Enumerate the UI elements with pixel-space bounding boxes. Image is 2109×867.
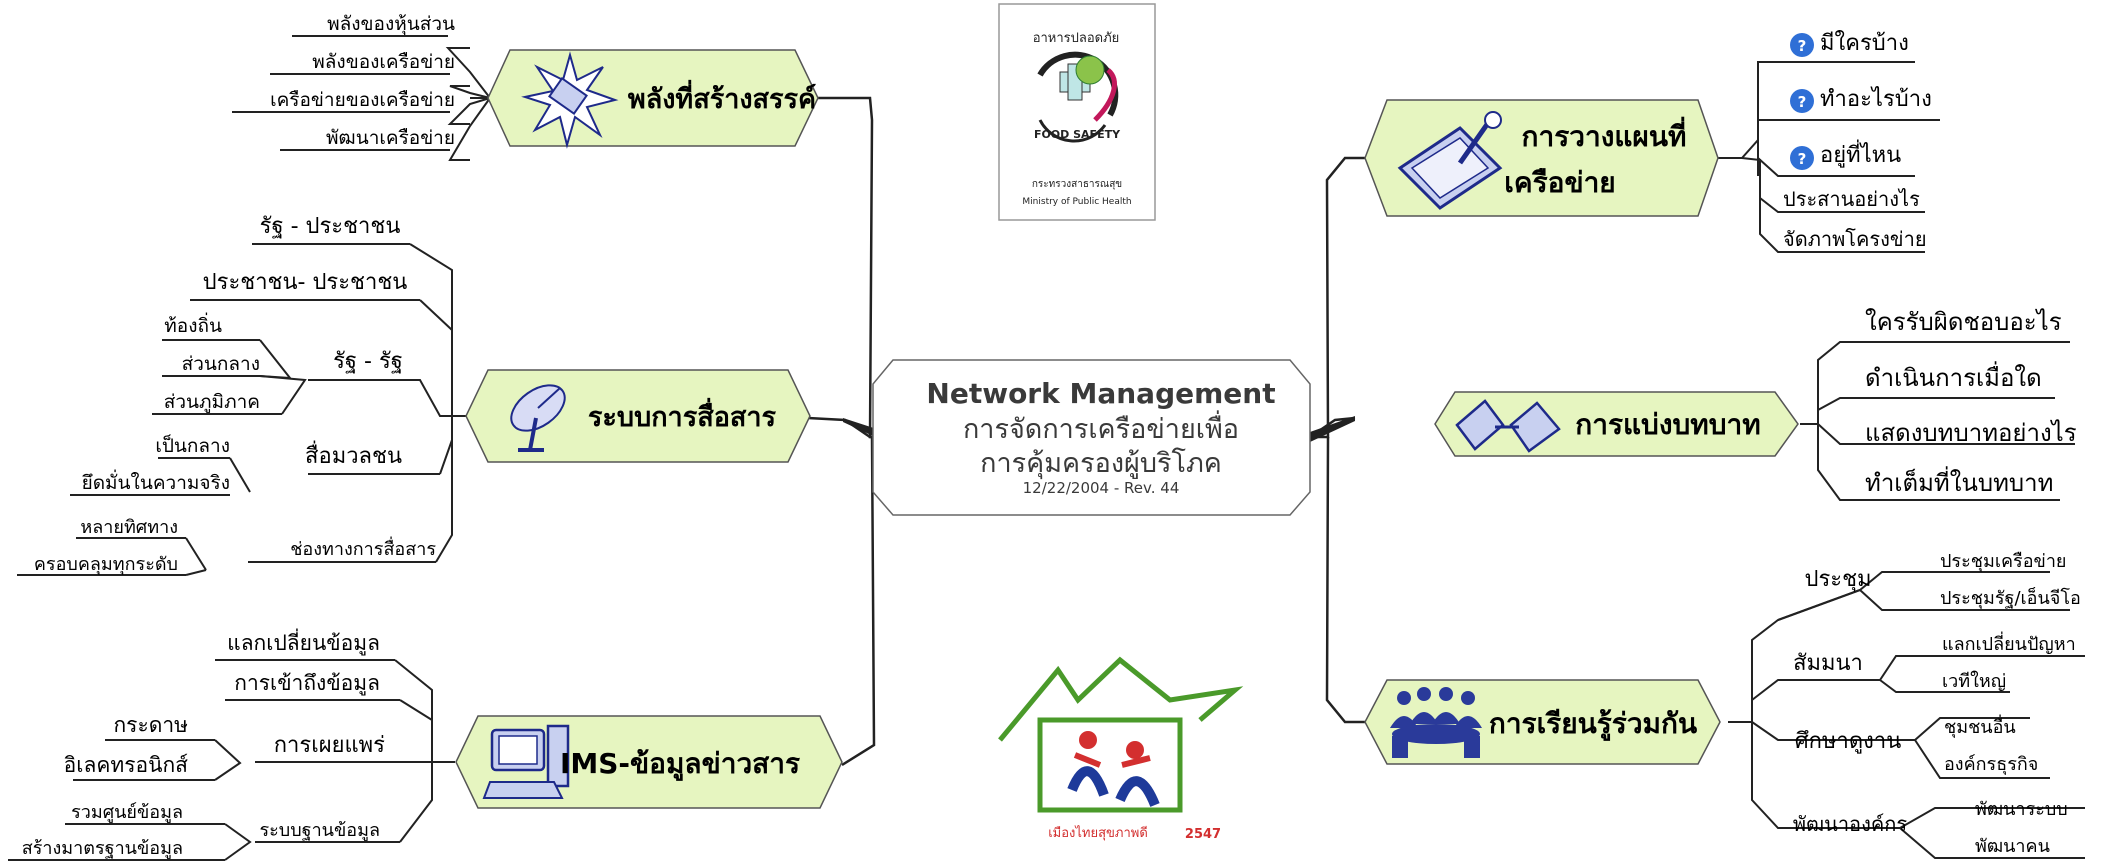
leaf-text: ส่วนภูมิภาค	[164, 391, 260, 413]
leaf-text: ประชาชน- ประชาชน	[203, 270, 408, 295]
group-label: พัฒนาองค์กร	[1793, 812, 1907, 836]
leaf-text: การเผยแพร่	[274, 733, 385, 758]
central-topic[interactable]: Network Management การจัดการเครือข่ายเพื…	[872, 359, 1311, 516]
leaf-text: พัฒนาคน	[1975, 836, 2050, 857]
leaf-text: ทำเต็มที่ในบทบาท	[1865, 466, 2053, 497]
logo-ministry-th: กระทรวงสาธารณสุข	[1032, 179, 1122, 190]
leaf-text: การเข้าถึงข้อมูล	[234, 671, 380, 696]
node-label: เครือข่าย	[1504, 166, 1615, 199]
leaf-text: หลายทิศทาง	[80, 517, 178, 538]
group-label: สัมมนา	[1793, 651, 1863, 676]
leaf-text: แลกเปลี่ยนปัญหา	[1942, 631, 2076, 655]
logo-year: 2547	[1185, 827, 1221, 842]
leaf-text: รัฐ - ประชาชน	[260, 214, 401, 239]
logo-ministry-en: Ministry of Public Health	[1022, 197, 1131, 207]
leaf-text: รัฐ - รัฐ	[333, 349, 403, 374]
branch-ims: แลกเปลี่ยนข้อมูล การเข้าถึงข้อมูล การเผย…	[8, 628, 843, 861]
leaf-text: ช่องทางการสื่อสาร	[290, 536, 436, 560]
node-label: การเรียนรู้ร่วมกัน	[1489, 707, 1697, 741]
group-label: ประชุม	[1804, 567, 1871, 592]
leaf-text: แสดงบทบาทอย่างไร	[1865, 419, 2077, 447]
pen-tablet-icon	[1397, 111, 1503, 210]
node-ims[interactable]: IMS-ข้อมูลข่าวสาร	[455, 715, 843, 809]
node-creative-power[interactable]: พลังที่สร้างสรรค์	[487, 49, 819, 149]
leaf-text: พัฒนาเครือข่าย	[326, 127, 455, 149]
leaf-text: รวมศูนย์ข้อมูล	[71, 802, 183, 823]
leaf-text: กระดาษ	[113, 713, 188, 737]
branch-roles: ใครรับผิดชอบอะไร ดำเนินการเมื่อใด แสดงบท…	[1434, 308, 2077, 501]
leaf-text: อิเลคทรอนิกส์	[64, 753, 189, 777]
branch-network-plan: ? ? ? มีใครบ้าง ทำอะไรบ้าง อยู่ที่ไหน ปร…	[1364, 30, 1940, 253]
satellite-dish-icon	[510, 384, 566, 452]
node-label: การวางแผนที่	[1522, 116, 1687, 153]
node-learning[interactable]: การเรียนรู้ร่วมกัน	[1364, 679, 1721, 765]
leaf-text: จัดภาพโครงข่าย	[1783, 227, 1927, 251]
help-icon: ?	[1790, 33, 1814, 57]
branch-creative-power: พลังของหุ้นส่วน พลังของเครือข่าย เครือข่…	[232, 13, 819, 161]
firework-icon	[521, 51, 619, 149]
leaf-text: สื่อมวลชน	[305, 440, 402, 469]
leaf-text: สร้างมาตรฐานข้อมูล	[22, 838, 183, 859]
leaf-text: ประชุมเครือข่าย	[1940, 551, 2066, 572]
branch-learning: ประชุม ประชุมเครือข่าย ประชุมรัฐ/เอ็นจีโ…	[1364, 551, 2085, 859]
central-subtitle-2: การคุ้มครองผู้บริโภค	[980, 448, 1222, 480]
group-label: ศึกษาดูงาน	[1795, 729, 1902, 754]
logo-arc-text: อาหารปลอดภัย	[1033, 31, 1120, 46]
leaf-text: ชุมชนอื่น	[1944, 714, 2016, 738]
leaf-text: ครอบคลุมทุกระดับ	[34, 554, 178, 575]
leaf-text: ใครรับผิดชอบอะไร	[1865, 308, 2062, 336]
leaf-text: พลังของเครือข่าย	[312, 51, 455, 73]
central-subtitle-1: การจัดการเครือข่ายเพื่อ	[963, 410, 1239, 445]
central-title: Network Management	[926, 377, 1275, 410]
leaf-text: ประสานอย่างไร	[1783, 187, 1920, 211]
node-label: การแบ่งบทบาท	[1575, 408, 1760, 441]
leaf-text: ดำเนินการเมื่อใด	[1865, 361, 2042, 392]
node-communication[interactable]: ระบบการสื่อสาร	[465, 369, 811, 463]
leaf-text: ท้องถิ่น	[164, 312, 222, 337]
help-icon: ?	[1790, 89, 1814, 113]
logo-food-safety-text: FOOD SAFETY	[1034, 128, 1121, 141]
leaf-text: ยึดมั่นในความจริง	[82, 469, 230, 494]
central-date-rev: 12/22/2004 - Rev. 44	[1023, 479, 1180, 497]
meeting-people-icon	[1390, 687, 1482, 758]
help-icon: ?	[1790, 146, 1814, 170]
leaf-text: พลังของหุ้นส่วน	[327, 13, 455, 36]
svg-text:?: ?	[1798, 37, 1807, 55]
node-roles[interactable]: การแบ่งบทบาท	[1434, 391, 1799, 457]
leaf-text: แลกเปลี่ยนข้อมูล	[227, 628, 380, 656]
right-connector-taper	[1310, 416, 1355, 442]
leaf-text: ส่วนกลาง	[182, 353, 260, 375]
leaf-text: เครือข่ายของเครือข่าย	[270, 89, 455, 111]
logo-caption: เมืองไทยสุขภาพดี	[1048, 825, 1148, 841]
node-label: พลังที่สร้างสรรค์	[628, 79, 816, 115]
node-network-plan[interactable]: การวางแผนที่ เครือข่าย	[1364, 99, 1719, 217]
branch-communication: รัฐ - ประชาชน ประชาชน- ประชาชน รัฐ - รัฐ…	[17, 214, 811, 576]
leaf-text: ระบบฐานข้อมูล	[259, 820, 380, 841]
leaf-text: อยู่ที่ไหน	[1820, 139, 1901, 168]
svg-text:?: ?	[1798, 93, 1807, 111]
node-label: IMS-ข้อมูลข่าวสาร	[560, 747, 800, 781]
node-label: ระบบการสื่อสาร	[588, 397, 777, 433]
handshake-icon	[1455, 399, 1561, 453]
leaf-text: มีใครบ้าง	[1820, 30, 1909, 56]
leaf-text: องค์กรธุรกิจ	[1944, 754, 2038, 775]
leaf-text: ทำอะไรบ้าง	[1820, 86, 1932, 112]
leaf-text: ประชุมรัฐ/เอ็นจีโอ	[1940, 586, 2081, 609]
computer-icon	[482, 724, 570, 799]
leaf-text: พัฒนาระบบ	[1975, 799, 2068, 820]
leaf-text: เป็นกลาง	[155, 433, 230, 457]
svg-text:?: ?	[1798, 150, 1807, 168]
healthy-thailand-logo: เมืองไทยสุขภาพดี 2547	[998, 656, 1244, 842]
food-safety-logo: อาหารปลอดภัย FOOD SAFETY กระทรวงสาธารณสุ…	[998, 3, 1156, 221]
leaf-text: เวทีใหญ่	[1942, 670, 2006, 692]
